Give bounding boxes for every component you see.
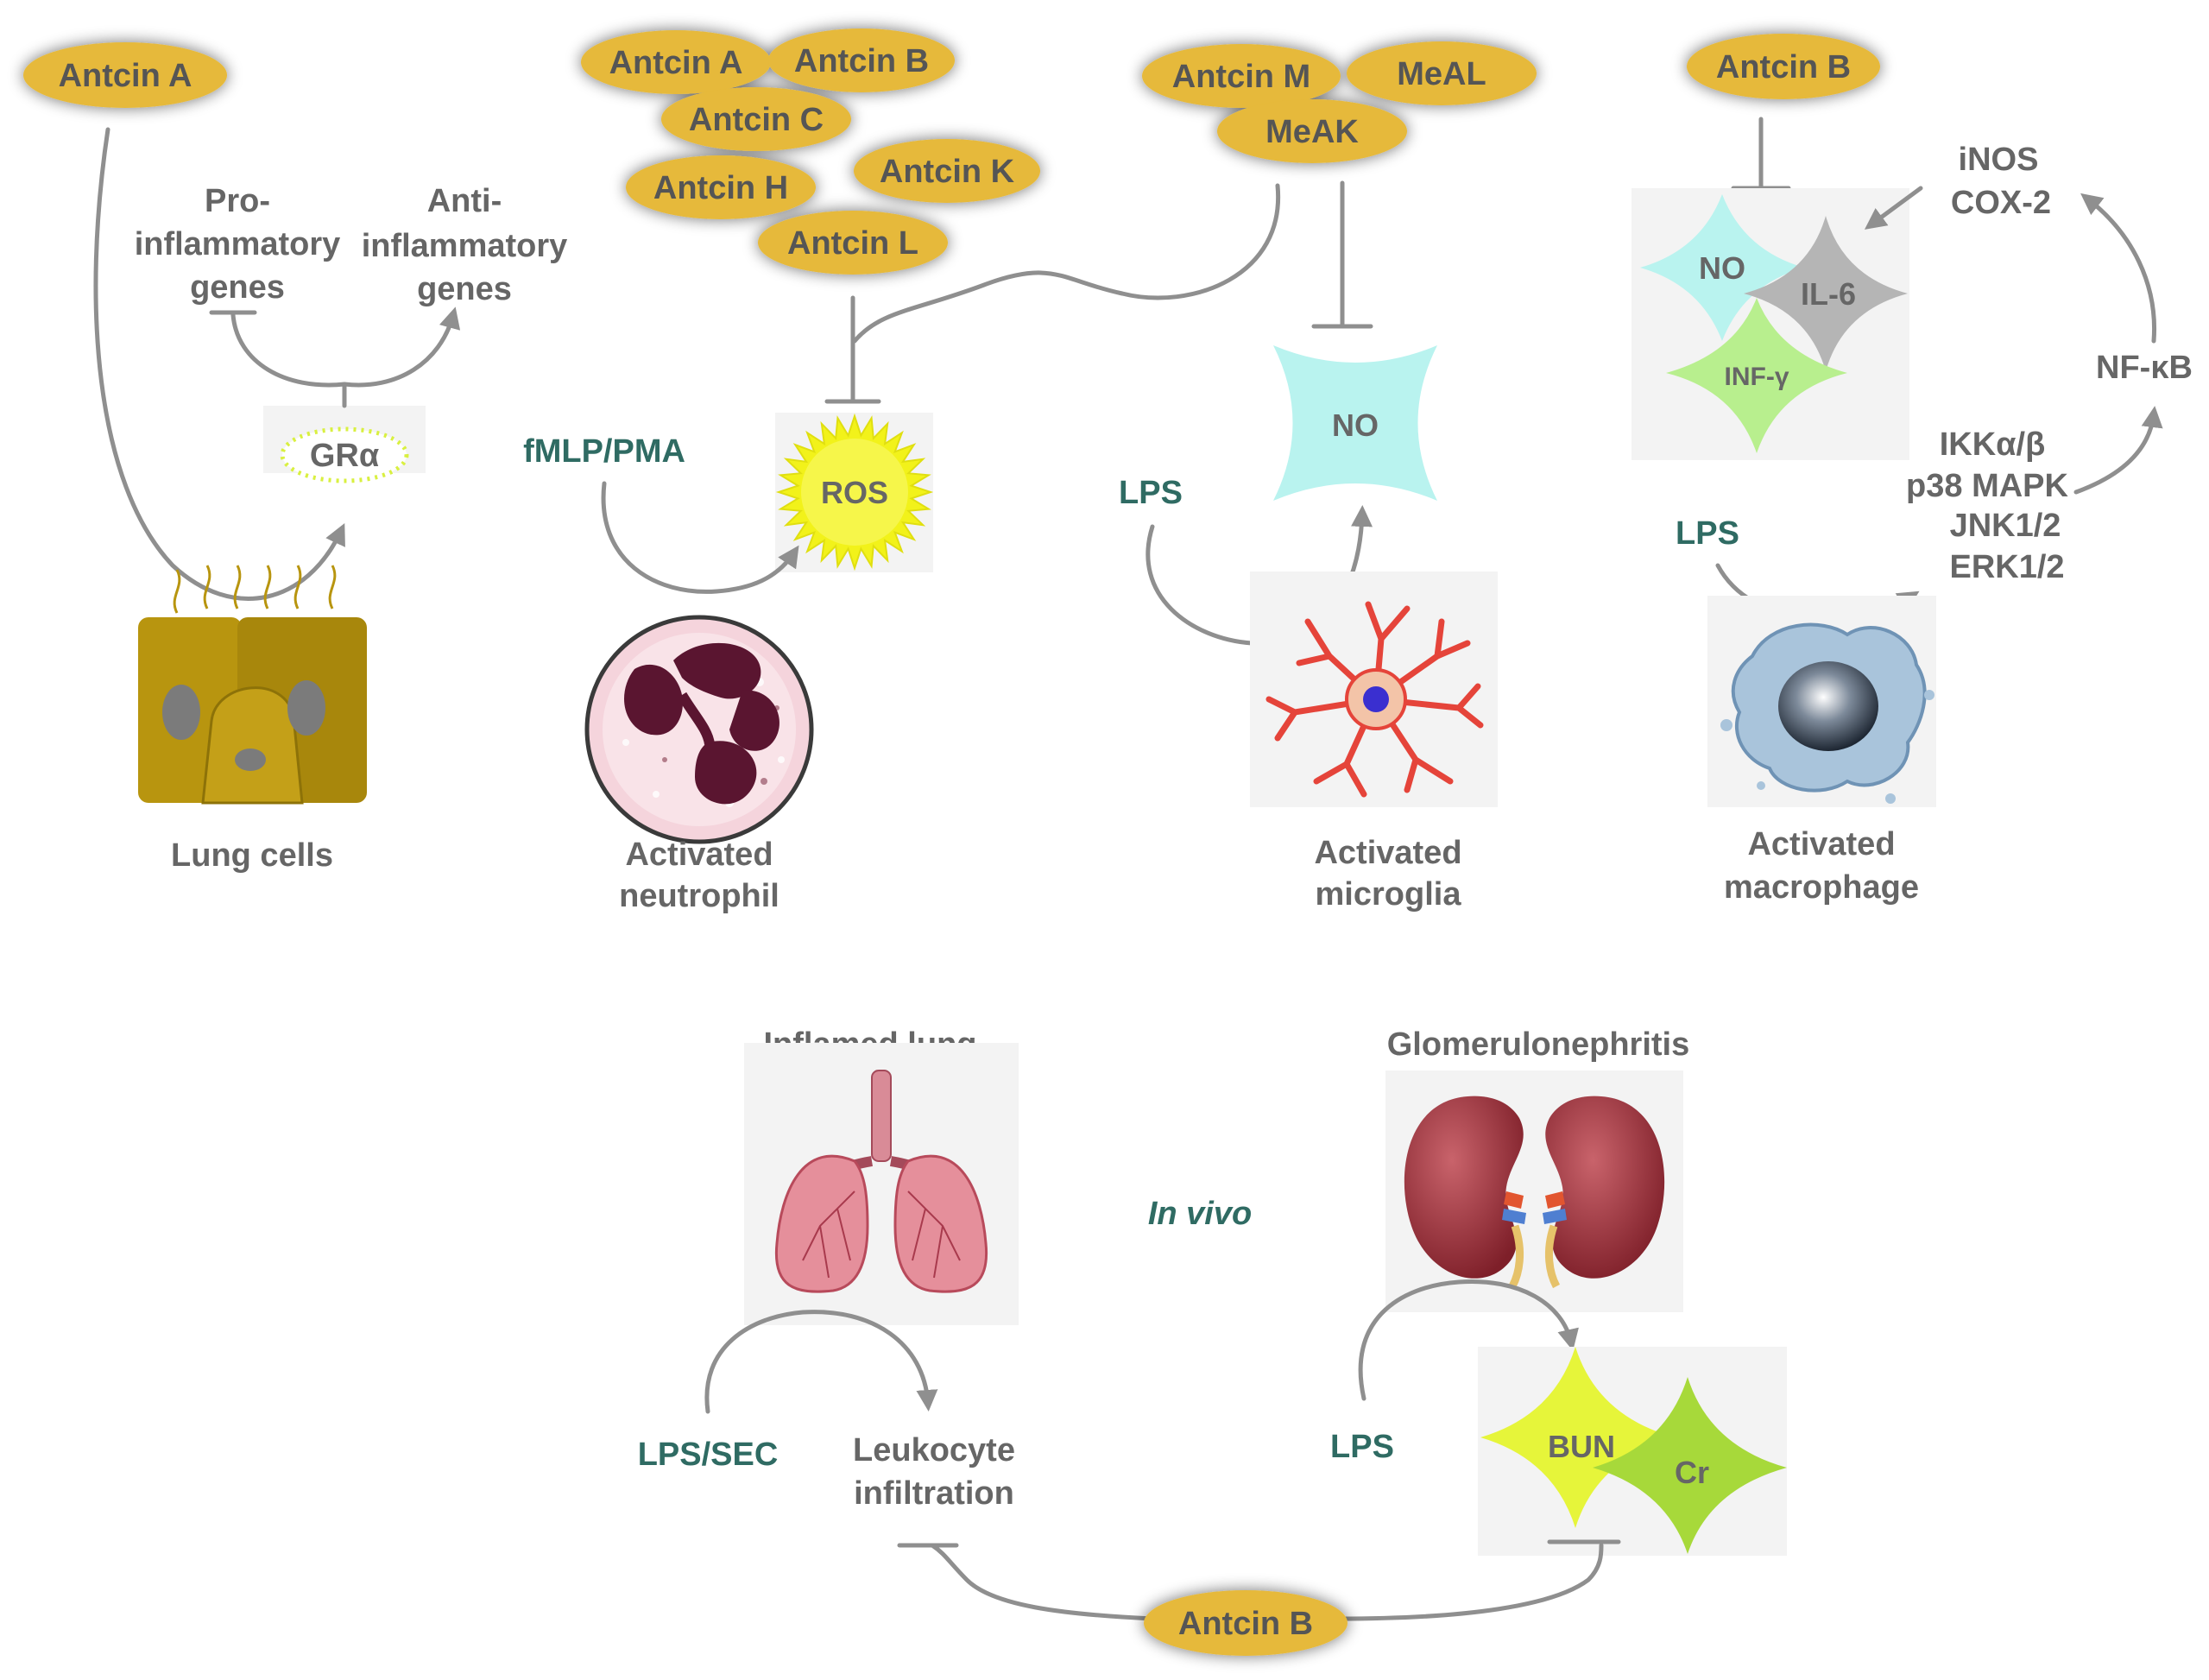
kinase-erk-label: ERK1/2 bbox=[1949, 549, 2064, 585]
microglia-panel: Antcin M MeAL MeAK NO LPS Activated micr… bbox=[1119, 41, 1537, 913]
macrophage-antcin-b-pill bbox=[1687, 34, 1880, 99]
macrophage-lps-label: LPS bbox=[1676, 515, 1739, 552]
in-vivo-antcin-b-pill bbox=[1144, 1590, 1347, 1656]
receptor-to-pro-inhibition bbox=[230, 313, 347, 388]
mediator-il6-label: IL-6 bbox=[1801, 276, 1856, 312]
lung-cell-panel: GRα Pro- inflammatory genes Anti- inflam… bbox=[23, 42, 567, 874]
nfkb-label: NF-κB bbox=[2096, 350, 2193, 386]
lung-antcin-a-label: Antcin A bbox=[59, 58, 192, 94]
cr-star bbox=[1593, 1377, 1787, 1554]
microglia-lps-label: LPS bbox=[1119, 475, 1183, 511]
bun-label: BUN bbox=[1548, 1429, 1615, 1464]
leukocyte-infiltration-label-2: infiltration bbox=[854, 1475, 1014, 1512]
mediator-inf-star bbox=[1666, 298, 1847, 453]
in-vivo-section: In vivo Inflamed lung LPS/SEC Leukocyte … bbox=[638, 1026, 1787, 1656]
macrophage-caption-2: macrophage bbox=[1724, 869, 1919, 906]
nfkb-to-enzymes-arrow bbox=[2080, 193, 2157, 344]
macrophage-antcin-b-label: Antcin B bbox=[1716, 49, 1851, 85]
antcin-b-to-markers-path bbox=[1335, 1543, 1604, 1621]
neutrophil-panel: Antcin A Antcin B Antcin C Antcin H Antc… bbox=[523, 28, 1040, 914]
bun-star bbox=[1480, 1347, 1675, 1528]
cox2-label: COX-2 bbox=[1951, 185, 2051, 221]
microglia-caption-1: Activated bbox=[1314, 835, 1461, 871]
macrophage-nucleus bbox=[1778, 661, 1878, 751]
mediator-il6-star bbox=[1744, 216, 1908, 371]
microglia-no-label: NO bbox=[1332, 407, 1379, 443]
lung-lps-to-infiltration-arrow bbox=[704, 1310, 938, 1414]
leukocyte-infiltration-label-1: Leukocyte bbox=[853, 1432, 1015, 1468]
inflamed-lung-illustration bbox=[774, 1070, 988, 1293]
microglia-nucleus bbox=[1363, 686, 1389, 712]
macrophage-panel: Antcin B NO IL-6 INF-γ iNOS COX-2 NF-κB … bbox=[1632, 34, 2193, 906]
kidney-lps-label: LPS bbox=[1330, 1429, 1394, 1465]
antcin-a-to-receptor-arrow bbox=[93, 127, 345, 601]
neutrophil-antcin-pill-cluster bbox=[581, 28, 1040, 275]
anti-inflammatory-label-1: Anti- bbox=[427, 183, 502, 219]
gr-alpha-receptor bbox=[280, 426, 409, 483]
pro-inflammatory-label-2: inflammatory bbox=[135, 226, 341, 262]
neutrophil-antcin-b-label: Antcin B bbox=[794, 43, 929, 79]
mediator-no-star bbox=[1640, 194, 1804, 341]
neutrophil-illustration bbox=[584, 615, 814, 844]
antcin-b-to-infiltration-path bbox=[930, 1543, 1155, 1621]
glomerulonephritis-title: Glomerulonephritis bbox=[1387, 1026, 1689, 1063]
neutrophil-antcin-c-label: Antcin C bbox=[689, 102, 824, 138]
fmlp-pma-label: fMLP/PMA bbox=[523, 433, 685, 470]
microglia-pill-cluster bbox=[1142, 41, 1537, 163]
microglia-meal-label: MeAL bbox=[1397, 56, 1486, 92]
kinase-ikk-label: IKKα/β bbox=[1940, 426, 2046, 463]
meak-to-ros-inhibition-path bbox=[852, 183, 1281, 344]
microglia-no-star bbox=[1273, 345, 1437, 501]
microglia-caption-2: microglia bbox=[1316, 876, 1462, 913]
kinase-p38-label: p38 MAPK bbox=[1906, 468, 2068, 504]
neutrophil-antcin-l-label: Antcin L bbox=[787, 225, 918, 262]
pro-inflammatory-label-3: genes bbox=[190, 269, 285, 306]
ros-label: ROS bbox=[821, 475, 888, 510]
microglia-meak-label: MeAK bbox=[1265, 114, 1359, 150]
neutrophil-antcin-h-label: Antcin H bbox=[653, 170, 788, 206]
mediator-no-label: NO bbox=[1699, 250, 1745, 286]
lung-cells-caption: Lung cells bbox=[171, 837, 333, 874]
kidney-illustration bbox=[1404, 1096, 1665, 1289]
mediator-inf-label: INF-γ bbox=[1725, 363, 1789, 391]
cr-label: Cr bbox=[1675, 1455, 1709, 1490]
microglia-antcin-m-label: Antcin M bbox=[1172, 59, 1310, 95]
fmlp-to-ros-arrow bbox=[601, 481, 799, 594]
ros-core bbox=[801, 439, 908, 546]
lung-cells-illustration bbox=[138, 565, 367, 805]
macrophage-caption-1: Activated bbox=[1747, 826, 1895, 862]
enzymes-to-mediators-arrow bbox=[1864, 186, 1923, 230]
neutrophil-caption-1: Activated bbox=[625, 837, 773, 873]
receptor-to-anti-arrow bbox=[342, 306, 461, 388]
inos-label: iNOS bbox=[1959, 142, 2039, 178]
kinase-jnk-label: JNK1/2 bbox=[1950, 508, 2061, 544]
pro-inflammatory-label-1: Pro- bbox=[205, 183, 270, 219]
anti-inflammatory-label-3: genes bbox=[417, 271, 512, 307]
anti-inflammatory-label-2: inflammatory bbox=[362, 228, 568, 264]
neutrophil-caption-2: neutrophil bbox=[619, 878, 779, 914]
kidney-lps-to-markers-arrow bbox=[1358, 1279, 1579, 1401]
neutrophil-antcin-k-label: Antcin K bbox=[880, 154, 1015, 190]
lung-lps-sec-label: LPS/SEC bbox=[638, 1437, 779, 1473]
in-vivo-antcin-b-label: Antcin B bbox=[1178, 1606, 1313, 1642]
gr-alpha-label: GRα bbox=[310, 438, 379, 474]
in-vivo-label: In vivo bbox=[1148, 1196, 1252, 1232]
kinases-to-nfkb-arrow bbox=[2073, 406, 2163, 495]
lung-antcin-a-pill bbox=[23, 42, 227, 108]
neutrophil-antcin-a-label: Antcin A bbox=[609, 45, 743, 81]
